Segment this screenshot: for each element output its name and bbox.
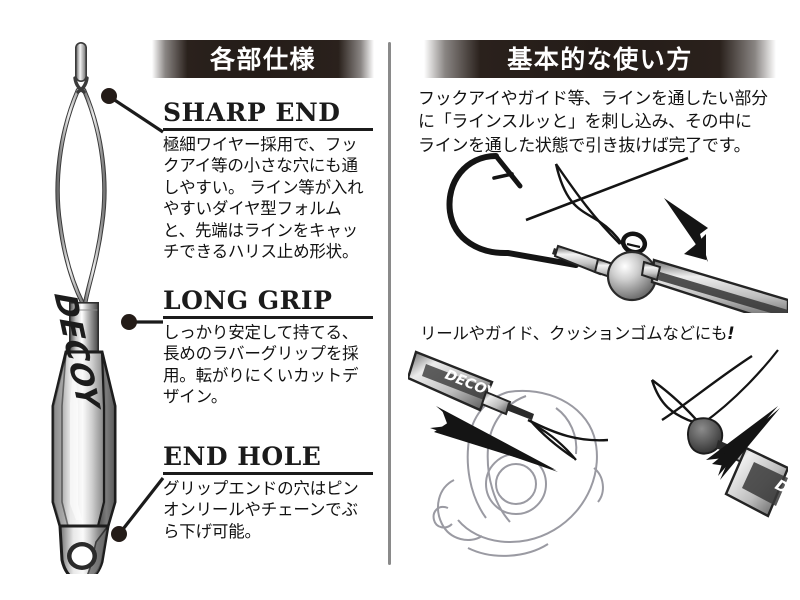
right-panel-banner: 基本的な使い方 bbox=[424, 40, 776, 78]
feature-sharp-end-title: SHARP END bbox=[163, 98, 341, 127]
feature-end-hole-rule bbox=[163, 472, 373, 475]
feature-long-grip-title: LONG GRIP bbox=[163, 286, 333, 315]
fishing-line-reel bbox=[527, 418, 608, 461]
metal-ferrule bbox=[69, 302, 99, 352]
product-illustration: DECOY bbox=[12, 34, 172, 574]
baitcasting-reel-outline bbox=[432, 389, 604, 557]
howto-caption: リールやガイド、クッションゴムなどにも! bbox=[420, 320, 780, 344]
fishing-line bbox=[525, 156, 689, 245]
feature-end-hole-body: グリップエンドの穴はピンオンリールやチェーンでぶら下げ可能。 bbox=[163, 478, 359, 541]
panel-divider bbox=[388, 42, 391, 565]
left-panel-banner-title: 各部仕様 bbox=[209, 44, 316, 74]
right-panel-banner-title: 基本的な使い方 bbox=[507, 44, 693, 74]
direction-arrow bbox=[664, 198, 708, 262]
feature-end-hole-title: END HOLE bbox=[163, 442, 322, 471]
fishing-line-cushion bbox=[650, 349, 779, 428]
direction-arrow-cushion bbox=[706, 406, 780, 480]
feature-long-grip-body: しっかり安定して持てる、長めのラバーグリップを採用。転がりにくいカットデザイン。 bbox=[163, 322, 359, 407]
cushion-rubber bbox=[687, 417, 724, 455]
reel-usage-illustration: DECOY bbox=[408, 348, 608, 573]
feature-sharp-end-rule bbox=[163, 128, 373, 131]
tool-cushion: DEC bbox=[716, 440, 788, 518]
sharp-end-tip bbox=[75, 42, 87, 82]
feature-end-hole: END HOLE グリップエンドの穴はピンオンリールやチェーンでぶら下げ可能。 bbox=[163, 442, 373, 542]
left-panel-banner: 各部仕様 bbox=[152, 40, 374, 78]
direction-arrow-reel bbox=[430, 406, 558, 472]
feature-long-grip-rule bbox=[163, 316, 373, 319]
howto-description: フックアイやガイド等、ラインを通したい部分に「ラインスルッと」を刺し込み、その中… bbox=[418, 89, 768, 156]
wire-loop bbox=[55, 76, 107, 307]
hook-usage-illustration bbox=[408, 148, 788, 313]
feature-long-grip: LONG GRIP しっかり安定して持てる、長めのラバーグリップを採用。転がりに… bbox=[163, 286, 373, 408]
cushion-rubber-usage-illustration: DEC bbox=[588, 348, 788, 573]
fish-hook bbox=[446, 153, 579, 268]
tool-in-use bbox=[552, 231, 788, 313]
end-hole bbox=[67, 542, 97, 570]
feature-sharp-end-body: 極細ワイヤー採用で、フックアイ等の小さな穴にも通しやすい。 ライン等が入れやすい… bbox=[163, 134, 364, 261]
feature-sharp-end: SHARP END 極細ワイヤー採用で、フックアイ等の小さな穴にも通しやすい。 … bbox=[163, 98, 373, 262]
tool-reel: DECOY bbox=[408, 350, 534, 420]
howto-caption-mark: ! bbox=[727, 324, 735, 343]
howto-caption-text: リールやガイド、クッションゴムなどにも bbox=[420, 324, 728, 343]
